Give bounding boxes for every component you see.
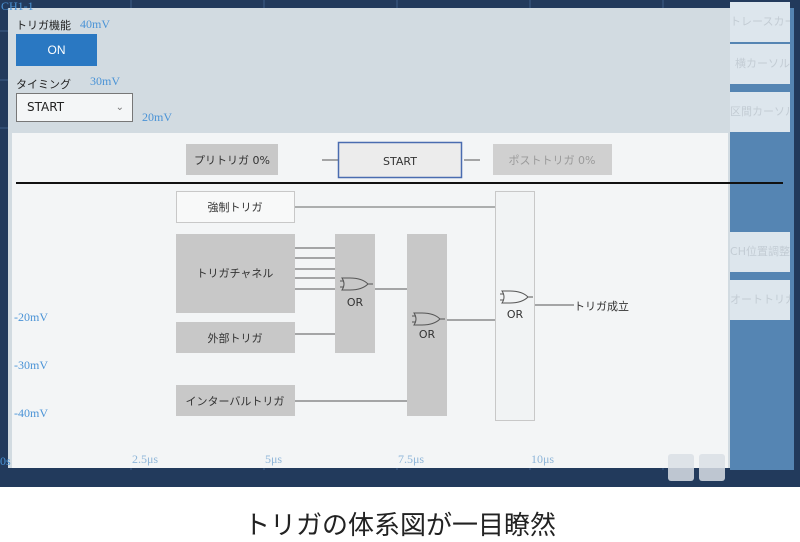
caption: トリガの体系図が一目瞭然	[243, 511, 556, 541]
pretrigger-label: プリトリガ 0%	[194, 154, 270, 167]
forced-trigger-label: 強制トリガ	[208, 201, 263, 214]
or-gate-icon	[340, 277, 373, 291]
or-block-3	[495, 191, 535, 421]
start-block[interactable]	[337, 141, 463, 179]
or-label: OR	[507, 308, 524, 321]
trigger-channel-label: トリガチャネル	[197, 267, 274, 280]
trigger-established-label: トリガ成立	[574, 299, 629, 313]
or-gate-icon	[412, 312, 445, 326]
sidebar-item-ch-position[interactable]: CH位置調整	[730, 232, 790, 272]
tool-sidebar: トレースカーソル 横カーソル 区間カーソル CH位置調整 オートトリガ	[730, 2, 794, 470]
sidebar-item-horizontal-cursor[interactable]: 横カーソル	[730, 44, 790, 84]
or-label: OR	[419, 328, 436, 341]
timing-label: タイミング	[16, 78, 71, 91]
interval-trigger-label: インターバルトリガ	[186, 395, 285, 408]
arrow-left-right-button[interactable]	[699, 454, 725, 481]
trigger-on-button[interactable]: ON	[16, 34, 97, 66]
or-gate-icon	[500, 290, 533, 304]
external-trigger-block	[176, 322, 295, 353]
timing-select-value: START	[27, 100, 65, 114]
channel-lines	[295, 247, 335, 290]
posttrigger-block[interactable]	[493, 144, 612, 175]
timing-select[interactable]: START ⌄	[16, 93, 133, 122]
posttrigger-label: ポストトリガ 0%	[509, 154, 596, 167]
or-block-1	[335, 234, 375, 353]
start-label: START	[383, 155, 417, 168]
external-trigger-label: 外部トリガ	[208, 331, 263, 345]
trigger-function-label: トリガ機能	[16, 19, 71, 32]
sidebar-item-interval-cursor[interactable]: 区間カーソル	[730, 92, 790, 132]
trigger-system-diagram: プリトリガ 0% START ポストトリガ 0% 強制トリガ トリガチャネル 外…	[16, 141, 783, 421]
forced-trigger-block	[176, 191, 295, 223]
interval-trigger-block	[176, 385, 295, 416]
or-label: OR	[347, 296, 364, 309]
chevron-down-icon: ⌄	[115, 102, 124, 113]
trigger-channel-block	[176, 234, 295, 313]
sidebar-item-trace-cursor[interactable]: トレースカーソル	[730, 2, 790, 42]
pretrigger-block[interactable]	[186, 144, 278, 175]
sidebar-item-auto-trigger[interactable]: オートトリガ	[730, 280, 790, 320]
arrow-down-button[interactable]	[668, 454, 694, 481]
